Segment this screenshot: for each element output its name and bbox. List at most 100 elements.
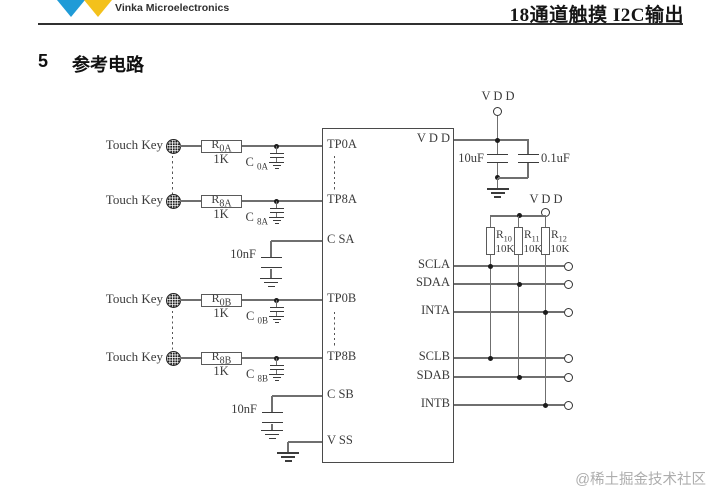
- terminal-circle: [564, 261, 573, 271]
- wire: [489, 216, 492, 227]
- wire: [527, 140, 529, 154]
- logo-yellow-diamond-icon: [84, 0, 112, 17]
- chip-pin-label: V D D: [416, 131, 450, 145]
- chip-pin-label: SCLB: [418, 349, 450, 363]
- junction-dot: [543, 402, 548, 408]
- wire: [544, 255, 547, 405]
- capacitor-plate: [261, 411, 283, 414]
- wire: [454, 139, 529, 141]
- chip-pin-label: TP8B: [327, 349, 357, 363]
- wire: [489, 255, 492, 358]
- wire: [454, 357, 564, 359]
- wire: [270, 241, 272, 257]
- chip-pin-label: TP8A: [327, 192, 357, 206]
- wire: [454, 265, 564, 267]
- resistor-value: 10K: [495, 242, 515, 255]
- ground-symbol: [269, 315, 284, 318]
- chip-pin-label: SDAB: [416, 368, 450, 382]
- wire: [271, 240, 322, 242]
- touch-key-label: Touch Key: [105, 137, 163, 152]
- capacitor-plate: [517, 161, 539, 164]
- chip-pin-label: SCLA: [418, 257, 450, 271]
- ground-symbol: [275, 321, 279, 324]
- terminal-circle: [564, 279, 573, 289]
- section-title: 参考电路: [72, 55, 145, 75]
- wire: [180, 200, 322, 202]
- wire: [454, 376, 564, 378]
- wire: [517, 255, 520, 377]
- wire: [454, 404, 564, 406]
- capacitor-ref: C 0B: [246, 309, 268, 326]
- capacitor-plate: [269, 152, 284, 155]
- capacitor-plate: [269, 310, 284, 313]
- touch-pad-icon: [165, 193, 181, 209]
- chip-pin-label: INTA: [421, 303, 450, 317]
- wire: [180, 357, 322, 359]
- ground-symbol: [490, 192, 505, 194]
- wire: [496, 115, 499, 154]
- capacitor-plate: [487, 153, 508, 156]
- capacitor-plate: [517, 153, 539, 156]
- product-title: 18通道触摸 I2C输出: [509, 5, 684, 26]
- ground-symbol: [267, 285, 275, 288]
- ground-symbol: [261, 429, 283, 432]
- resistor-ref: R0B: [211, 291, 232, 309]
- capacitor-value: 10nF: [230, 247, 256, 261]
- ground-symbol: [265, 433, 279, 436]
- resistor-value: 1K: [213, 151, 229, 166]
- ground-symbol: [269, 373, 284, 376]
- ground-symbol: [269, 216, 284, 219]
- ground-symbol: [264, 281, 278, 284]
- terminal-circle: [564, 400, 573, 410]
- touch-key-label: Touch Key: [105, 291, 163, 306]
- logo-blue-diamond-icon: [57, 0, 85, 17]
- wire: [180, 299, 322, 301]
- resistor-value: 10K: [550, 242, 570, 255]
- capacitor-plate: [269, 207, 284, 210]
- touch-pad-icon: [165, 292, 181, 308]
- wire: [275, 358, 278, 365]
- capacitor-plate: [269, 368, 284, 371]
- resistor-value: 1K: [213, 206, 229, 221]
- section-number: 5: [38, 51, 49, 71]
- junction-dot: [516, 281, 522, 287]
- header-rule: [38, 23, 683, 25]
- terminal-circle: [564, 307, 573, 317]
- touch-pad-icon: [165, 138, 181, 154]
- wire: [180, 145, 322, 147]
- chip-body: [322, 128, 454, 463]
- vdd-label: V D D: [481, 89, 515, 103]
- chip-pin-label: TP0A: [327, 137, 357, 151]
- ground-symbol: [277, 452, 299, 454]
- capacitor-plate: [261, 421, 283, 424]
- capacitor-value: 0.1uF: [541, 150, 570, 165]
- wire: [497, 177, 528, 179]
- junction-dot: [516, 374, 522, 380]
- wire: [275, 300, 278, 307]
- chip-pin-label: C SA: [327, 232, 355, 246]
- ground-symbol: [284, 460, 292, 462]
- resistor-ref: R11: [524, 228, 540, 243]
- junction-dot: [488, 263, 493, 269]
- capacitor-ref: C 0A: [245, 155, 268, 172]
- ground-symbol: [275, 222, 279, 225]
- junction-dot: [488, 355, 493, 361]
- chip-pin-label: SDAA: [415, 275, 450, 289]
- wire: [496, 163, 499, 178]
- resistor-box: R0B: [201, 291, 242, 309]
- chip-pin-label: C SB: [327, 387, 354, 401]
- resistor-value: 1K: [213, 363, 229, 378]
- ground-symbol: [275, 379, 279, 382]
- capacitor-plate: [269, 364, 284, 367]
- capacitor-ref: C 8A: [245, 210, 268, 227]
- ground-symbol: [268, 437, 276, 440]
- capacitor-plate: [269, 211, 284, 214]
- vdd-label: V D D: [529, 191, 563, 206]
- chip-pin-label: INTB: [420, 396, 450, 410]
- capacitor-value: 10nF: [231, 402, 257, 416]
- wire: [275, 158, 278, 162]
- wire: [454, 311, 564, 313]
- wire: [275, 213, 278, 217]
- wire: [288, 441, 322, 443]
